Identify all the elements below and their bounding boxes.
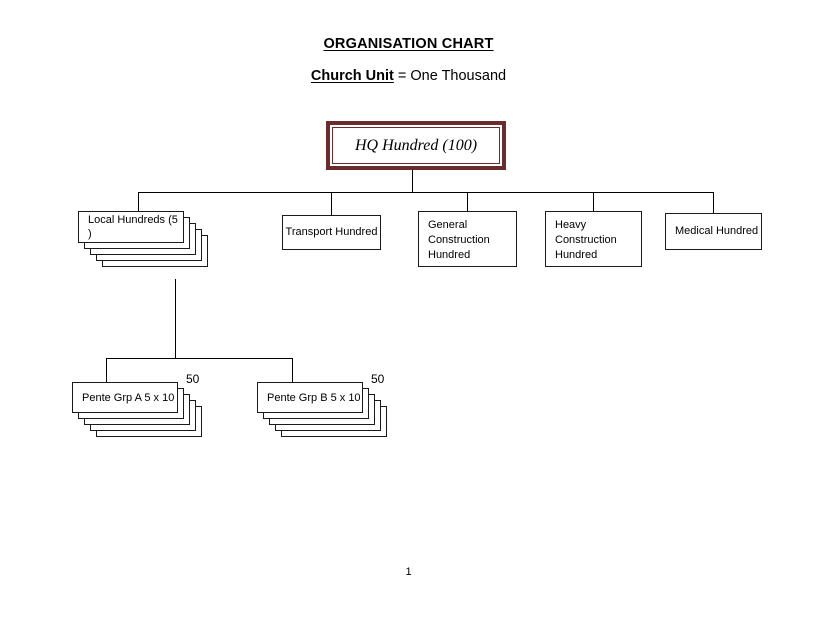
- node-general-construction-line1: General: [428, 219, 468, 231]
- subtitle-definition: = One Thousand: [393, 68, 507, 84]
- qty-label-pente-grp-b: 50: [371, 372, 385, 386]
- node-local-hundreds[interactable]: Local Hundreds (5 ): [78, 211, 208, 279]
- node-general-construction-line3: Hundred: [428, 249, 471, 261]
- node-pente-grp-a-label: Pente Grp A 5 x 10: [72, 382, 178, 413]
- node-pente-grp-a[interactable]: Pente Grp A 5 x 10: [72, 382, 202, 450]
- connector-drop-pente-a: [106, 358, 107, 382]
- node-heavy-construction-line3: Hundred: [555, 249, 598, 261]
- page-title: ORGANISATION CHART: [0, 36, 817, 52]
- node-general-construction-line2: Construction: [428, 234, 490, 246]
- connector-level1-bus: [138, 192, 713, 193]
- subtitle-term: Church Unit: [310, 68, 394, 84]
- connector-drop-general-construction: [467, 192, 468, 211]
- connector-drop-pente-b: [292, 358, 293, 382]
- node-pente-grp-b[interactable]: Pente Grp B 5 x 10: [257, 382, 387, 450]
- connector-drop-local-hundreds: [138, 192, 139, 211]
- node-hq-hundred[interactable]: HQ Hundred (100): [326, 121, 506, 170]
- node-medical-hundred[interactable]: Medical Hundred: [665, 213, 762, 250]
- connector-drop-medical: [713, 192, 714, 213]
- page-number: 1: [405, 566, 412, 578]
- connector-level2-bus: [106, 358, 293, 359]
- node-general-construction-hundred[interactable]: General Construction Hundred: [418, 211, 517, 267]
- node-medical-hundred-label: Medical Hundred: [675, 225, 759, 237]
- connector-local-hundreds-stem: [175, 279, 176, 358]
- node-local-hundreds-label: Local Hundreds (5 ): [78, 211, 184, 243]
- connector-drop-heavy-construction: [593, 192, 594, 211]
- qty-label-pente-grp-a: 50: [186, 372, 200, 386]
- node-heavy-construction-line2: Construction: [555, 234, 617, 246]
- node-heavy-construction-line1: Heavy: [555, 219, 587, 231]
- node-pente-grp-b-label: Pente Grp B 5 x 10: [257, 382, 363, 413]
- page-title-text: ORGANISATION CHART: [323, 36, 494, 52]
- node-heavy-construction-hundred[interactable]: Heavy Construction Hundred: [545, 211, 642, 267]
- subtitle: Church Unit = One Thousand: [0, 68, 817, 84]
- connector-hq-stem: [412, 170, 413, 192]
- node-hq-hundred-label: HQ Hundred (100): [332, 127, 500, 164]
- connector-drop-transport: [331, 192, 332, 215]
- node-transport-hundred[interactable]: Transport Hundred: [282, 215, 381, 250]
- node-transport-hundred-label: Transport Hundred: [285, 226, 378, 238]
